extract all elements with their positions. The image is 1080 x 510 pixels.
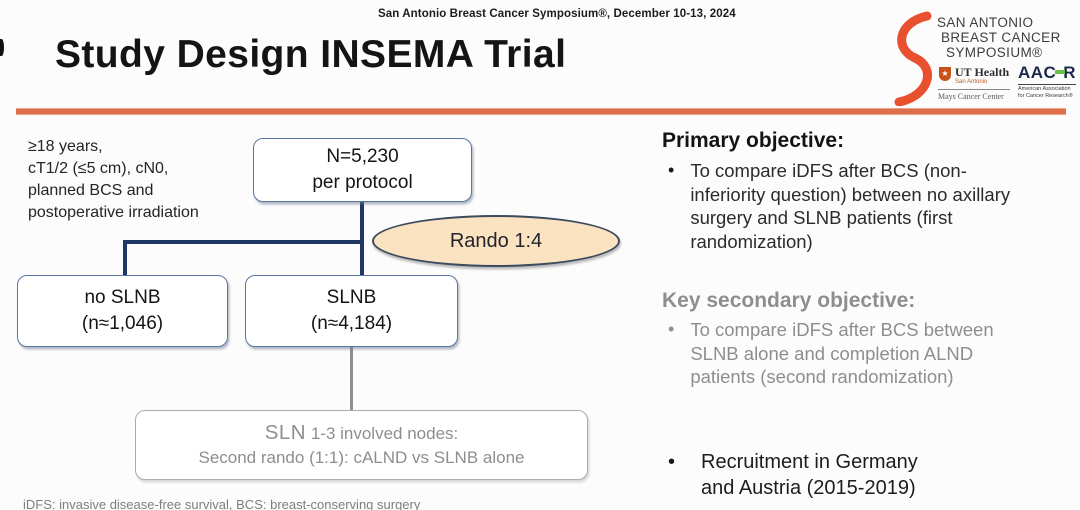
primary-objective-heading: Primary objective: xyxy=(662,129,845,152)
aacr-subtitle-line2: for Cancer Research® xyxy=(1018,92,1073,99)
recruitment-text: Recruitment in Germany and Austria (2015… xyxy=(701,451,918,499)
no-slnb-box-line1: no SLNB xyxy=(84,287,161,308)
secondary-objective-text: To compare iDFS after BCS between SLNB a… xyxy=(690,319,994,387)
left-edge-artifact xyxy=(0,39,4,56)
second-rando-line1-rest: 1-3 involved nodes: xyxy=(306,423,459,443)
ut-health-logo: ★ UT Health San Antonio Mays Cancer Cent… xyxy=(938,66,1010,101)
aacr-subtitle: American Association for Cancer Research… xyxy=(1018,84,1076,99)
aacr-letter-r: R xyxy=(1063,63,1076,82)
aacr-letters: AAC xyxy=(1018,63,1057,82)
recruitment-bullet: • Recruitment in Germany and Austria (20… xyxy=(668,449,918,501)
randomization-label: Rando 1:4 xyxy=(449,229,543,252)
page-title: Study Design INSEMA Trial xyxy=(55,33,567,76)
secondary-objective-bullet: • To compare iDFS after BCS between SLNB… xyxy=(668,318,1060,389)
randomization-ellipse: Rando 1:4 xyxy=(372,215,620,267)
connector-vertical-gray xyxy=(350,345,353,412)
conference-line: San Antonio Breast Cancer Symposium®, De… xyxy=(378,8,736,20)
second-rando-box-line1: SLN 1-3 involved nodes: xyxy=(265,421,459,446)
protocol-box-line1: N=5,230 xyxy=(326,146,399,167)
abbreviation-footnote: iDFS: invasive disease-free survival, BC… xyxy=(23,497,421,510)
ut-shield-icon: ★ xyxy=(939,67,951,81)
sabcs-wordmark-line2: BREAST CANCER xyxy=(941,30,1061,45)
sabcs-wordmark-line1: SAN ANTONIO xyxy=(937,15,1034,30)
sabcs-wordmark: SAN ANTONIO BREAST CANCER SYMPOSIUM® xyxy=(937,15,1061,60)
protocol-box-line2: per protocol xyxy=(312,172,413,193)
ribbon-icon xyxy=(894,11,932,106)
aacr-wordmark: AAC R xyxy=(1018,64,1076,82)
secondary-objective-heading: Key secondary objective: xyxy=(662,289,916,312)
slnb-box-line2: (n≈4,184) xyxy=(310,313,393,334)
aacr-logo: AAC R American Association for Cancer Res… xyxy=(1018,64,1076,99)
second-rando-box: SLN 1-3 involved nodes: Second rando (1:… xyxy=(135,410,588,480)
bullet-icon: • xyxy=(668,160,675,180)
bullet-icon: • xyxy=(668,319,675,339)
slnb-box: SLNB (n≈4,184) xyxy=(245,275,458,347)
no-slnb-box-line2: (n≈1,046) xyxy=(81,313,164,334)
slnb-box-line1: SLNB xyxy=(326,287,377,308)
primary-objective-text: To compare iDFS after BCS (non- inferior… xyxy=(690,160,1011,252)
sabcs-wordmark-line3: SYMPOSIUM® xyxy=(946,45,1043,60)
bullet-icon: • xyxy=(668,451,676,473)
svg-text:★: ★ xyxy=(941,69,948,78)
second-rando-box-line2: Second rando (1:1): cALND vs SLNB alone xyxy=(198,447,525,467)
protocol-box: N=5,230 per protocol xyxy=(253,138,472,202)
ut-health-center: Mays Cancer Center xyxy=(938,89,1010,101)
orange-divider xyxy=(16,109,1066,114)
connector-vertical-left xyxy=(123,240,127,277)
eligibility-criteria: ≥18 years, cT1/2 (≤5 cm), cN0, planned B… xyxy=(28,138,199,221)
no-slnb-box: no SLNB (n≈1,046) xyxy=(17,275,228,347)
ut-health-subtitle: San Antonio xyxy=(955,79,988,85)
primary-objective-bullet: • To compare iDFS after BCS (non- inferi… xyxy=(668,159,1060,253)
sabcs-logo: SAN ANTONIO BREAST CANCER SYMPOSIUM® ★ U… xyxy=(885,4,1080,108)
aacr-green-bar-icon xyxy=(1055,70,1066,74)
ut-health-name: UT Health xyxy=(955,65,1010,79)
second-rando-sln-lead: SLN xyxy=(264,420,307,444)
aacr-subtitle-line1: American Association xyxy=(1018,86,1071,92)
connector-vertical-main xyxy=(360,200,364,277)
connector-horizontal-branch xyxy=(123,240,364,244)
